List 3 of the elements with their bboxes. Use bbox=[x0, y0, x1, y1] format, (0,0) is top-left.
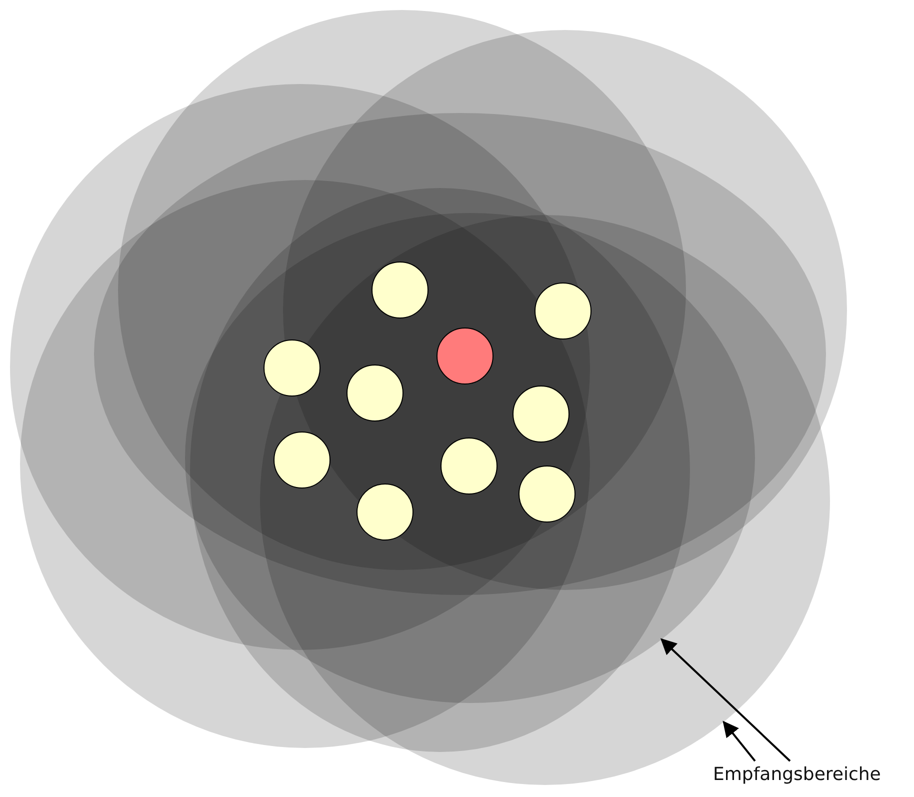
leader-arrow bbox=[722, 720, 756, 762]
callout-label: Empfangsbereiche bbox=[713, 764, 881, 785]
leader-arrow bbox=[660, 638, 791, 762]
